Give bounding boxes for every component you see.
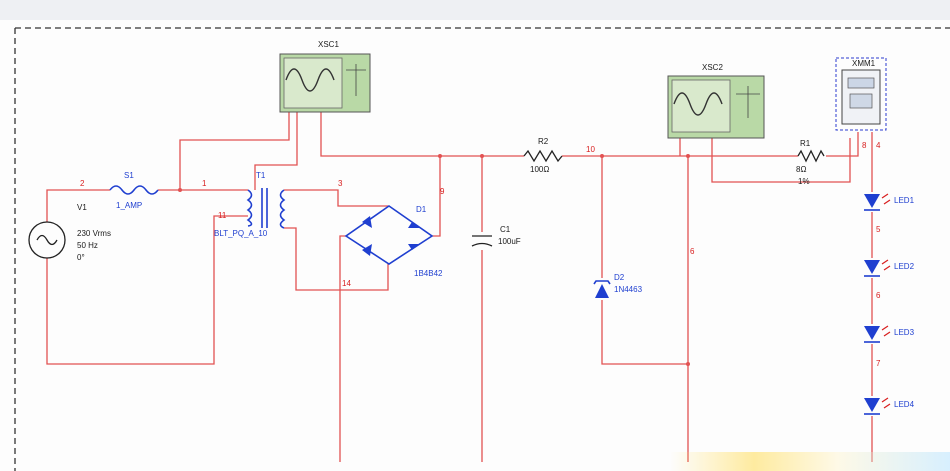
net-label-5: 5 xyxy=(876,225,881,234)
led-icon xyxy=(864,398,880,412)
xsc1-ref: XSC1 xyxy=(318,40,339,49)
transformer-primary-icon xyxy=(246,189,253,227)
junctions xyxy=(178,154,690,366)
d2-ref: D2 xyxy=(614,273,625,282)
wire-net-14[interactable] xyxy=(284,227,389,291)
resistor-r2-icon xyxy=(523,149,563,163)
fuse-s1[interactable]: S1 1_AMP xyxy=(109,171,159,210)
ac-source-v1[interactable]: V1 230 Vrms 50 Hz 0° xyxy=(28,203,111,262)
bridge-rectifier-d1[interactable]: D1 1B4B42 xyxy=(344,205,443,278)
multimeter-xmm1[interactable]: XMM1 xyxy=(835,57,887,131)
net-label-3: 3 xyxy=(338,179,343,188)
oscilloscope-xsc1[interactable]: XSC1 xyxy=(279,40,371,113)
wire-zener-bot[interactable] xyxy=(601,300,688,365)
net-label-14: 14 xyxy=(342,279,351,288)
resistor-r1[interactable]: R1 8Ω 1% xyxy=(796,139,825,186)
led-label: LED3 xyxy=(894,328,915,337)
wire-net-3[interactable] xyxy=(284,189,388,207)
v1-value-freq: 50 Hz xyxy=(77,241,98,250)
net-label-2: 2 xyxy=(80,179,85,188)
r2-ref: R2 xyxy=(538,137,549,146)
v1-ref: V1 xyxy=(77,203,87,212)
wire-gnd[interactable] xyxy=(339,235,346,462)
c1-value: 100uF xyxy=(498,237,521,246)
t1-value: BLT_PQ_A_10 xyxy=(214,229,268,238)
resistor-r2[interactable]: R2 100Ω xyxy=(523,137,563,174)
r1-value: 8Ω xyxy=(796,165,806,174)
fuse-value: 1_AMP xyxy=(116,201,142,210)
net-label-11: 11 xyxy=(218,211,227,220)
wire-net-11[interactable] xyxy=(46,215,248,365)
v1-value-phase: 0° xyxy=(77,253,85,262)
net-label-6-led: 6 xyxy=(876,291,881,300)
oscilloscope-xsc2[interactable]: XSC2 xyxy=(667,63,765,139)
led-icon xyxy=(864,260,880,274)
led-4[interactable]: LED4 xyxy=(864,397,915,415)
r2-value: 100Ω xyxy=(530,165,549,174)
c1-ref: C1 xyxy=(500,225,511,234)
transformer-t1[interactable]: T1 BLT_PQ_A_10 xyxy=(214,171,286,238)
scope-screen xyxy=(671,79,731,133)
wires xyxy=(46,110,873,462)
capacitor-c1[interactable]: C1 100uF xyxy=(471,225,521,247)
wire-net-8[interactable] xyxy=(826,132,859,157)
zener-d2[interactable]: D2 1N4463 xyxy=(593,273,643,298)
led-label: LED2 xyxy=(894,262,915,271)
d1-value: 1B4B42 xyxy=(414,269,443,278)
t1-ref: T1 xyxy=(256,171,266,180)
led-2[interactable]: LED2 xyxy=(864,259,915,277)
led-icon xyxy=(864,194,880,208)
net-label-7: 7 xyxy=(876,359,881,368)
wire-net-9[interactable] xyxy=(432,156,441,237)
wire-scope1-b[interactable] xyxy=(254,110,298,190)
scope-screen xyxy=(283,57,343,109)
net-label-8: 8 xyxy=(862,141,867,150)
net-label-4: 4 xyxy=(876,141,881,150)
led-label: LED4 xyxy=(894,400,915,409)
wire-scope1-a[interactable] xyxy=(179,110,290,190)
xsc2-ref: XSC2 xyxy=(702,63,723,72)
net-label-10: 10 xyxy=(586,145,595,154)
canvas-top-strip xyxy=(0,0,950,20)
led-icon xyxy=(864,326,880,340)
ac-source-icon xyxy=(28,221,66,259)
taskbar-blur xyxy=(670,452,950,471)
r1-tolerance: 1% xyxy=(798,177,810,186)
transformer-secondary-icon xyxy=(279,189,286,229)
net-label-1: 1 xyxy=(202,179,207,188)
zener-icon xyxy=(595,284,609,298)
wire-scope2-b[interactable] xyxy=(711,138,851,183)
fuse-icon xyxy=(109,185,159,195)
d2-value: 1N4463 xyxy=(614,285,643,294)
led-3[interactable]: LED3 xyxy=(864,325,915,343)
fuse-ref: S1 xyxy=(124,171,134,180)
net-label-9: 9 xyxy=(440,187,445,196)
bridge-outline-icon xyxy=(344,205,434,265)
wire-net-2[interactable] xyxy=(46,189,110,222)
resistor-r1-icon xyxy=(797,149,825,163)
xmm1-ref: XMM1 xyxy=(852,59,876,68)
sine-wave-icon xyxy=(285,68,335,92)
led-1[interactable]: LED1 xyxy=(864,193,915,211)
d1-ref: D1 xyxy=(416,205,427,214)
wire-rail-left[interactable] xyxy=(320,110,524,157)
led-label: LED1 xyxy=(894,196,915,205)
net-labels: 2 1 11 3 9 14 10 6 8 4 5 6 7 xyxy=(80,141,881,368)
net-label-6: 6 xyxy=(690,247,695,256)
v1-value-rms: 230 Vrms xyxy=(77,229,111,238)
sine-wave-icon xyxy=(673,92,723,116)
r1-ref: R1 xyxy=(800,139,811,148)
